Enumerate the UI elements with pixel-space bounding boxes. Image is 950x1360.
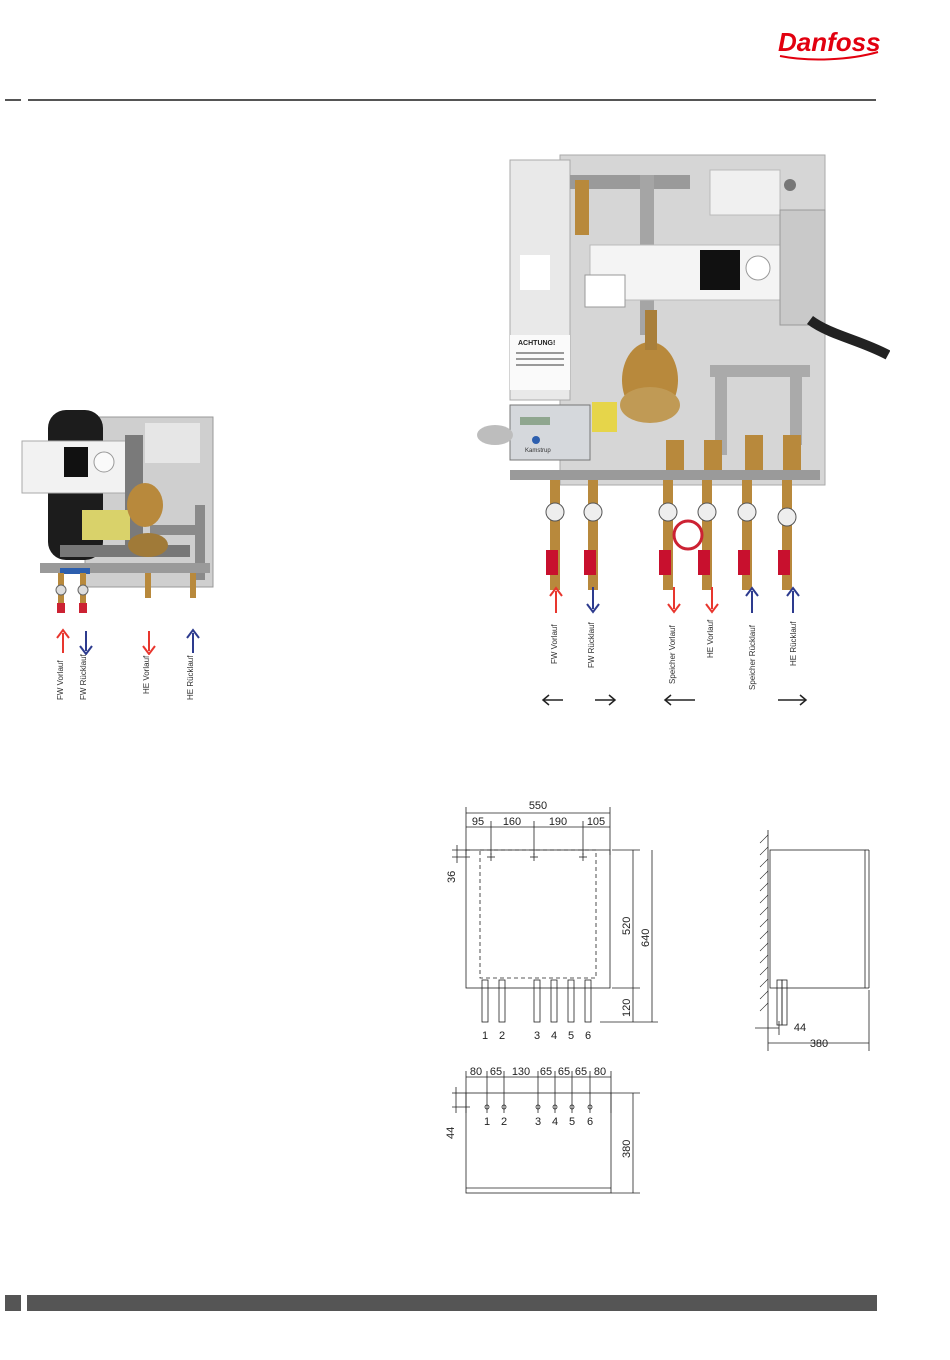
arrow-down-red-icon (706, 587, 718, 612)
label-he-vorlauf: HE Vorlauf (706, 620, 715, 658)
dim-mount-offset: 36 (446, 871, 458, 883)
logo-text: Danfoss (778, 27, 881, 57)
dim-seg-1: 95 (472, 816, 484, 828)
top-connection-4: 4 (552, 1116, 558, 1128)
arrow-up-red-icon (57, 630, 69, 653)
dim-total-width: 550 (529, 800, 547, 812)
arrow-down-red-icon (143, 631, 155, 654)
connection-1: 1 (482, 1030, 488, 1042)
connection-5: 5 (568, 1030, 574, 1042)
label-fw-vorlauf: FW Vorlauf (550, 624, 559, 664)
arrow-up-blue-icon (746, 588, 758, 613)
label-he-ruecklauf-small: HE Rücklauf (186, 656, 195, 700)
arrow-up-blue-icon (187, 630, 199, 653)
large-station-photo: ACHTUNG! Kamstrup (470, 150, 890, 590)
large-photo-arrows (540, 585, 810, 615)
dim-top-seg-3: 130 (512, 1066, 530, 1078)
arrow-down-blue-icon (80, 631, 92, 654)
arrow-right-icon (595, 695, 615, 705)
arrow-down-blue-icon (587, 587, 599, 612)
dim-top-seg-4: 65 (540, 1066, 552, 1078)
arrow-up-blue-icon (787, 588, 799, 613)
dim-side-pipe-offset: 44 (794, 1022, 806, 1034)
top-connection-2: 2 (501, 1116, 507, 1128)
dim-top-seg-2: 65 (490, 1066, 502, 1078)
label-fw-ruecklauf: FW Rücklauf (587, 622, 596, 668)
meter-brand: Kamstrup (525, 448, 551, 454)
arrow-right-icon (778, 695, 806, 705)
label-he-ruecklauf: HE Rücklauf (789, 622, 798, 666)
top-connection-1: 1 (484, 1116, 490, 1128)
dim-seg-2: 160 (503, 816, 521, 828)
label-fw-ruecklauf-small: FW Rücklauf (79, 654, 88, 700)
dim-top-offset: 44 (445, 1127, 457, 1139)
warning-title: ACHTUNG! (518, 340, 555, 347)
top-connection-6: 6 (587, 1116, 593, 1128)
front-view-drawing: 550 95 160 190 105 36 520 640 120 1 2 3 … (440, 795, 665, 1045)
dim-seg-4: 105 (587, 816, 605, 828)
dim-top-seg-5: 65 (558, 1066, 570, 1078)
footer-bar (5, 1295, 877, 1311)
arrow-left-icon (543, 695, 563, 705)
danfoss-logo: Danfoss (770, 16, 885, 66)
dim-top-seg-7: 80 (594, 1066, 606, 1078)
top-rule (0, 97, 880, 103)
side-view-drawing: 44 380 (745, 825, 880, 1055)
small-photo-arrows (50, 625, 210, 655)
top-connection-3: 3 (535, 1116, 541, 1128)
dim-side-depth: 380 (810, 1038, 828, 1050)
label-fw-vorlauf-small: FW Vorlauf (56, 660, 65, 700)
arrow-left-icon (665, 695, 695, 705)
label-speicher-ruecklauf: Speicher Rücklauf (748, 625, 757, 690)
label-speicher-vorlauf: Speicher Vorlauf (668, 625, 677, 684)
connection-4: 4 (551, 1030, 557, 1042)
arrow-down-red-icon (668, 587, 680, 612)
connection-6: 6 (585, 1030, 591, 1042)
connection-2: 2 (499, 1030, 505, 1042)
connection-3: 3 (534, 1030, 540, 1042)
top-connection-5: 5 (569, 1116, 575, 1128)
small-station-photo (20, 405, 220, 615)
horizontal-arrows (535, 690, 815, 710)
dim-total-height: 640 (640, 929, 652, 947)
dim-top-depth: 380 (621, 1140, 633, 1158)
arrow-up-red-icon (550, 588, 562, 613)
top-view-drawing: 80 65 130 65 65 65 80 44 380 1 2 3 4 5 6 (440, 1063, 645, 1203)
dim-top-seg-6: 65 (575, 1066, 587, 1078)
dim-pipe-length: 120 (621, 999, 633, 1017)
dim-panel-height: 520 (621, 917, 633, 935)
dim-seg-3: 190 (549, 816, 567, 828)
label-he-vorlauf-small: HE Vorlauf (142, 656, 151, 694)
dim-top-seg-1: 80 (470, 1066, 482, 1078)
